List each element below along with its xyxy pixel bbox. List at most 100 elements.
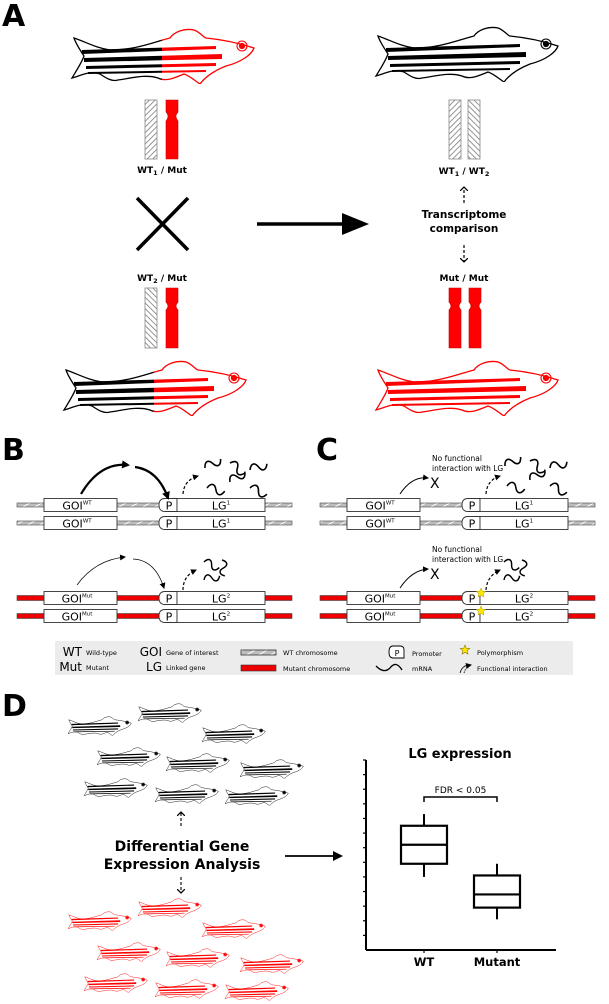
lg-label: LG1 [212,518,230,531]
cross-x-icon [135,196,190,252]
offspring-wt-genotype: WT1 / WT2 [439,167,490,178]
promoter-box [461,516,481,530]
gene-row: GOIWT P LG1 [319,498,596,513]
box-mutant [472,863,522,920]
mrna-icon [219,559,228,577]
lg-box [176,498,266,512]
goi-label: GOIMut [365,611,397,624]
lg-label: LG2 [212,593,230,606]
offspring-mut-genotype: Mut / Mut [440,274,490,284]
legend-desc-functional-interaction: Functional interaction [477,665,548,673]
mrna-icon [503,558,520,571]
panel-c-label: C [316,433,338,468]
lg-label: LG1 [515,500,533,513]
lg-box [479,609,569,623]
x-tick-label: Mutant [474,955,521,969]
offspring-mutant-fish [376,361,558,416]
goi-label: GOIMut [365,593,397,606]
mutant-chromosome [468,287,482,349]
goi-box [346,609,421,623]
mrna-icon [375,663,403,672]
mutant-chromosome [165,287,179,349]
lg-box [176,516,266,530]
promoter-label: P [469,593,476,606]
zebrafish-icon [240,760,303,779]
mrna-icon [506,481,526,494]
goi-label: GOIWT [365,518,395,531]
promoter-box [158,498,178,512]
promoter-label: P [166,500,173,513]
legend-desc-wt: Wild-type [86,649,117,657]
lg-label: LG2 [515,611,533,624]
goi-box [43,609,118,623]
legend: WT Wild-type Mut Mutant GOI Gene of inte… [55,641,573,675]
goi-interaction-arrow [399,566,429,589]
zebrafish-icon [68,717,131,736]
zebrafish-icon [225,982,288,1001]
panel-a-label: A [2,0,26,34]
legend-desc-mut: Mutant [86,664,109,672]
mrna-icon [203,574,221,582]
mrna-icon [529,469,546,481]
mrna-icon [204,458,222,469]
mrna-icon [249,484,268,498]
wt-chromosome [467,99,481,160]
goi-box [43,498,118,512]
zebrafish-icon [202,725,265,744]
mutant-chromosome [448,287,462,349]
promoter-label: P [469,500,476,513]
mrna-icon [229,460,246,476]
wt-chromosome [16,520,293,526]
mrna-icon [229,471,246,483]
lg-box [479,498,569,512]
wt-chromosome [319,502,596,508]
mutant-chromosome [165,99,179,160]
dge-analysis-line2: Expression Analysis [104,857,261,873]
goi-box [346,516,421,530]
goi-box [346,498,421,512]
parent-2-fish [64,361,246,416]
goi-label: GOIMut [62,593,94,606]
no-interaction-note-line2: interaction with LG [432,464,503,473]
zebrafish-icon [97,943,160,962]
lg-box [479,516,569,530]
polymorphism-star-icon [459,644,471,655]
legend-desc-lg: Linked gene [166,664,206,672]
mrna-icon [529,458,546,474]
no-interaction-note-line1: No functional [432,545,482,554]
mutant-fish-group [68,899,303,1001]
progression-arrow [257,213,369,235]
promoter-box [461,609,481,623]
lg-label: LG1 [515,518,533,531]
mrna-icon [549,482,568,496]
goi-label: GOIWT [365,500,395,513]
promoter-label: P [166,611,173,624]
wt-chromosome [448,99,462,160]
significance-bracket [423,796,498,802]
parent-1-fish [72,29,254,84]
blocked-x-icon: X [430,476,440,492]
goi-label: GOIWT [62,500,92,513]
x-tick-label: WT [414,955,435,969]
mrna-cluster-low [203,558,228,582]
legend-key-goi: GOI [140,645,162,659]
mrna-icon [504,456,522,467]
strong-interaction-arrow [134,465,170,500]
mutant-chromosome [319,595,596,601]
promoter-box [461,591,481,605]
lg-label: LG2 [212,611,230,624]
wt-chromosome-swatch [240,649,277,656]
zebrafish-icon [225,787,288,806]
significance-annotation: FDR < 0.05 [435,786,487,796]
zebrafish-icon [84,974,147,993]
blocked-x-icon: X [430,567,440,583]
zebrafish-icon [138,899,201,918]
parent-2-genotype: WT2 / Mut [137,274,188,285]
offspring-wt-chromosomes [448,99,481,160]
